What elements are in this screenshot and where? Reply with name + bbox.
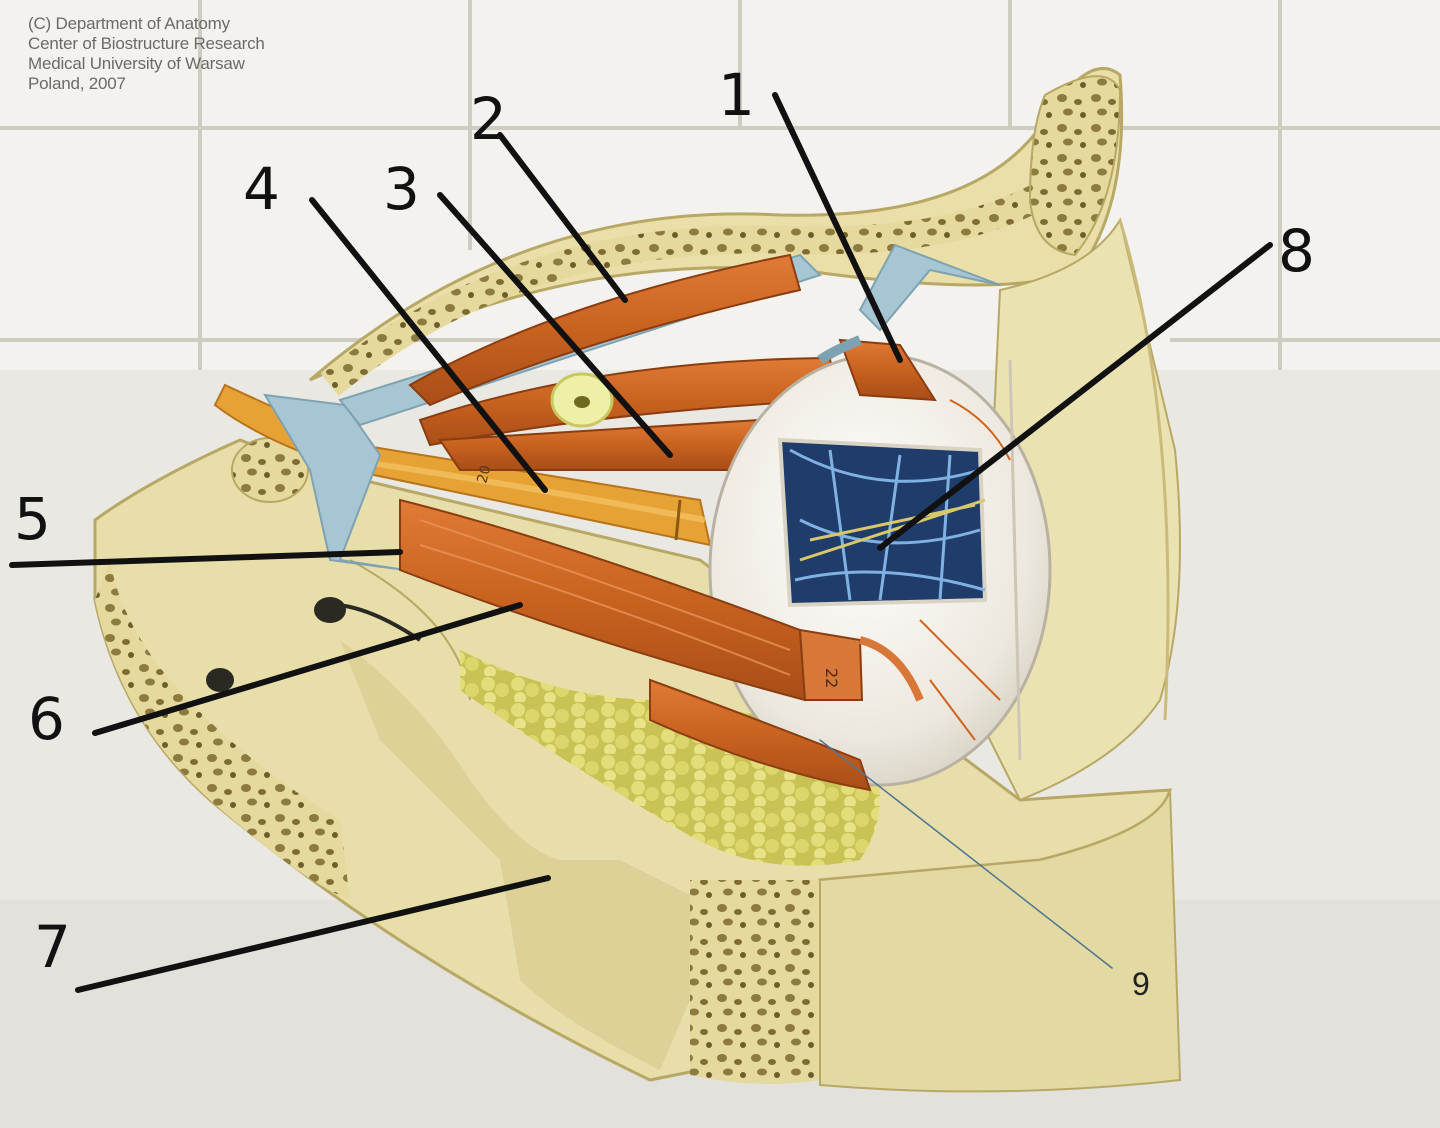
leader-4 — [309, 197, 548, 493]
label-5: 5 — [14, 485, 51, 553]
label-7: 7 — [34, 913, 71, 981]
credit-line-3: Medical University of Warsaw — [28, 54, 245, 73]
leader-5 — [9, 549, 403, 568]
credit-line-4: Poland, 2007 — [28, 74, 126, 93]
orbital-fat — [460, 650, 880, 866]
leader-8 — [877, 242, 1273, 551]
copyright-credit: (C) Department of Anatomy Center of Bios… — [28, 14, 265, 94]
credit-line-1: (C) Department of Anatomy — [28, 14, 230, 33]
label-6: 6 — [28, 685, 65, 753]
muscle-9 — [649, 678, 872, 792]
muscle-tag-22: 22 — [822, 668, 841, 688]
leader-lines — [9, 92, 1273, 993]
leader-1 — [772, 92, 903, 363]
leader-9 — [819, 739, 1113, 969]
leader-2 — [497, 132, 628, 303]
credit-line-2: Center of Biostructure Research — [28, 34, 265, 53]
tile-wall — [0, 0, 1440, 380]
muscle-2 — [408, 253, 802, 407]
label-4: 4 — [243, 155, 280, 223]
leader-7 — [75, 875, 551, 993]
leader-6 — [92, 602, 523, 736]
label-1: 1 — [718, 61, 755, 129]
label-3: 3 — [383, 155, 420, 223]
nerve-tag-20: 20 — [474, 464, 494, 485]
leader-3 — [437, 192, 673, 458]
label-9: 9 — [1132, 966, 1150, 1002]
label-2: 2 — [470, 85, 507, 153]
label-8: 8 — [1278, 217, 1315, 285]
